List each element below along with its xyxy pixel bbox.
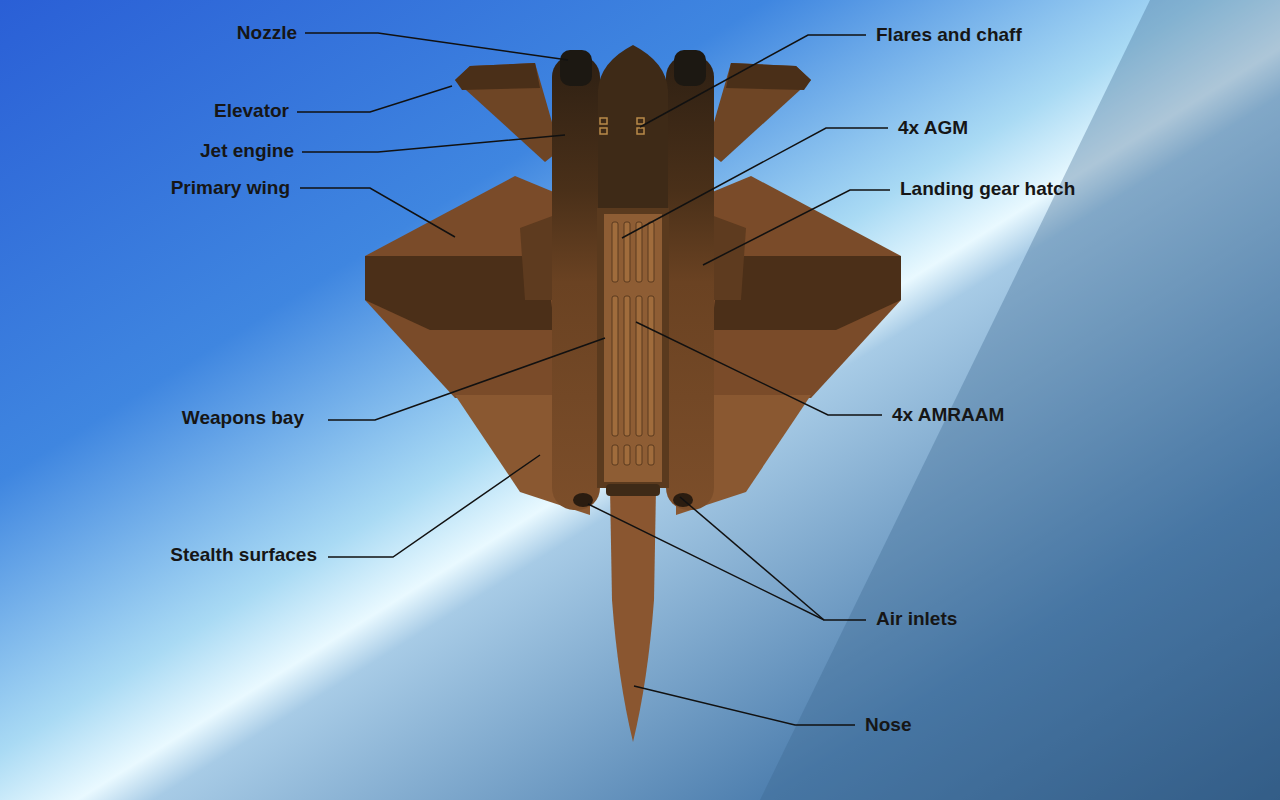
elevator-face (455, 63, 540, 90)
elevator (455, 63, 560, 162)
part-label: Landing gear hatch (900, 178, 1075, 199)
flare-dispenser (637, 118, 644, 124)
label-anchor: 4x AGM (898, 117, 968, 139)
spine (598, 45, 668, 210)
leader-line (634, 686, 855, 725)
elevator (706, 63, 811, 162)
label-anchor: Jet engine (200, 140, 294, 162)
agm-missiles (612, 222, 654, 282)
weapons-bay-frame (597, 208, 669, 488)
part-label: Jet engine (200, 140, 294, 161)
leader-line (703, 190, 890, 265)
leader-line (300, 188, 455, 237)
leader-line (636, 322, 882, 415)
nose-band (606, 484, 660, 496)
sky-shade (760, 0, 1280, 800)
part-label: 4x AGM (898, 117, 968, 138)
nozzle (560, 50, 592, 86)
jet-engine (552, 55, 600, 510)
label-anchor: Elevator (214, 100, 289, 122)
label-anchor: Flares and chaff (876, 24, 1022, 46)
elevator-face (726, 63, 811, 90)
part-label: Weapons bay (182, 407, 304, 428)
leader-lines (297, 33, 890, 725)
jet-engine (666, 55, 714, 510)
leader-line (680, 497, 824, 620)
flare-dispenser (600, 128, 607, 134)
label-anchor: Stealth surfaces (170, 544, 317, 566)
amraam-missiles (612, 296, 654, 465)
part-label: Elevator (214, 100, 289, 121)
flare-dispenser (637, 128, 644, 134)
part-label: Air inlets (876, 608, 957, 629)
weapons-bay (604, 214, 662, 482)
leader-line (297, 86, 452, 112)
label-anchor: Nose (865, 714, 911, 736)
part-label: Primary wing (171, 177, 290, 198)
leader-line (302, 135, 565, 152)
part-label: Flares and chaff (876, 24, 1022, 45)
part-label: Stealth surfaces (170, 544, 317, 565)
label-anchor: 4x AMRAAM (892, 404, 1004, 426)
part-label: Nozzle (237, 22, 297, 43)
label-anchor: Primary wing (171, 177, 290, 199)
label-anchor: Landing gear hatch (900, 178, 1075, 200)
part-label: Nose (865, 714, 911, 735)
label-anchor: Weapons bay (182, 407, 304, 429)
label-anchor: Air inlets (876, 608, 957, 630)
part-label: 4x AMRAAM (892, 404, 1004, 425)
leader-line (328, 455, 540, 557)
flare-dispenser (600, 118, 607, 124)
leader-line (622, 128, 888, 238)
leader-line (640, 35, 866, 127)
label-anchor: Nozzle (237, 22, 297, 44)
leader-line (305, 33, 568, 60)
nozzle (674, 50, 706, 86)
leader-line (588, 504, 866, 620)
leader-line (328, 338, 605, 420)
